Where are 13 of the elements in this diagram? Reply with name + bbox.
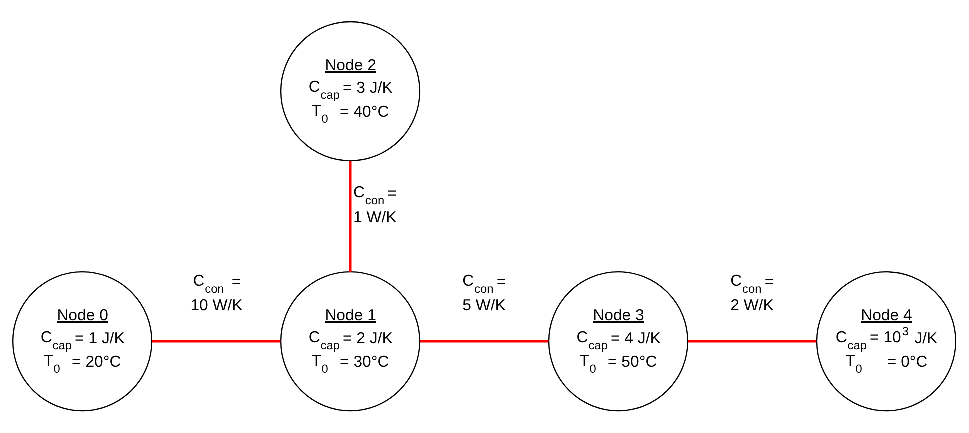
edge-label: C$_{con}$ = 2 W/K [730,272,774,315]
edge-label: C$_{con}$ = 10 W/K [190,272,243,315]
node-circle: Node 0 C$_{cap}$ = 1 J/K T$_{0}$ = 20°C [12,271,153,412]
connector [420,340,549,343]
connector [152,340,281,343]
node-circle: Node 4 C$_{cap}$ = 10$^{3}$ J/K T$_{0}$ = 0°C [816,271,957,412]
connector [349,161,352,272]
edge-label: C$_{con}$ = 5 W/K [462,272,506,315]
edge-label: C$_{con}$ = 1 W/K [353,184,397,226]
connector [688,340,817,343]
node-circle: Node 1 C$_{cap}$ = 2 J/K T$_{0}$ = 30°C [280,271,421,412]
node-circle: Node 3 C$_{cap}$ = 4 J/K T$_{0}$ = 50°C [548,271,689,412]
node-circle: Node 2 C$_{cap}$ = 3 J/K T$_{0}$ = 40°C [280,21,421,162]
